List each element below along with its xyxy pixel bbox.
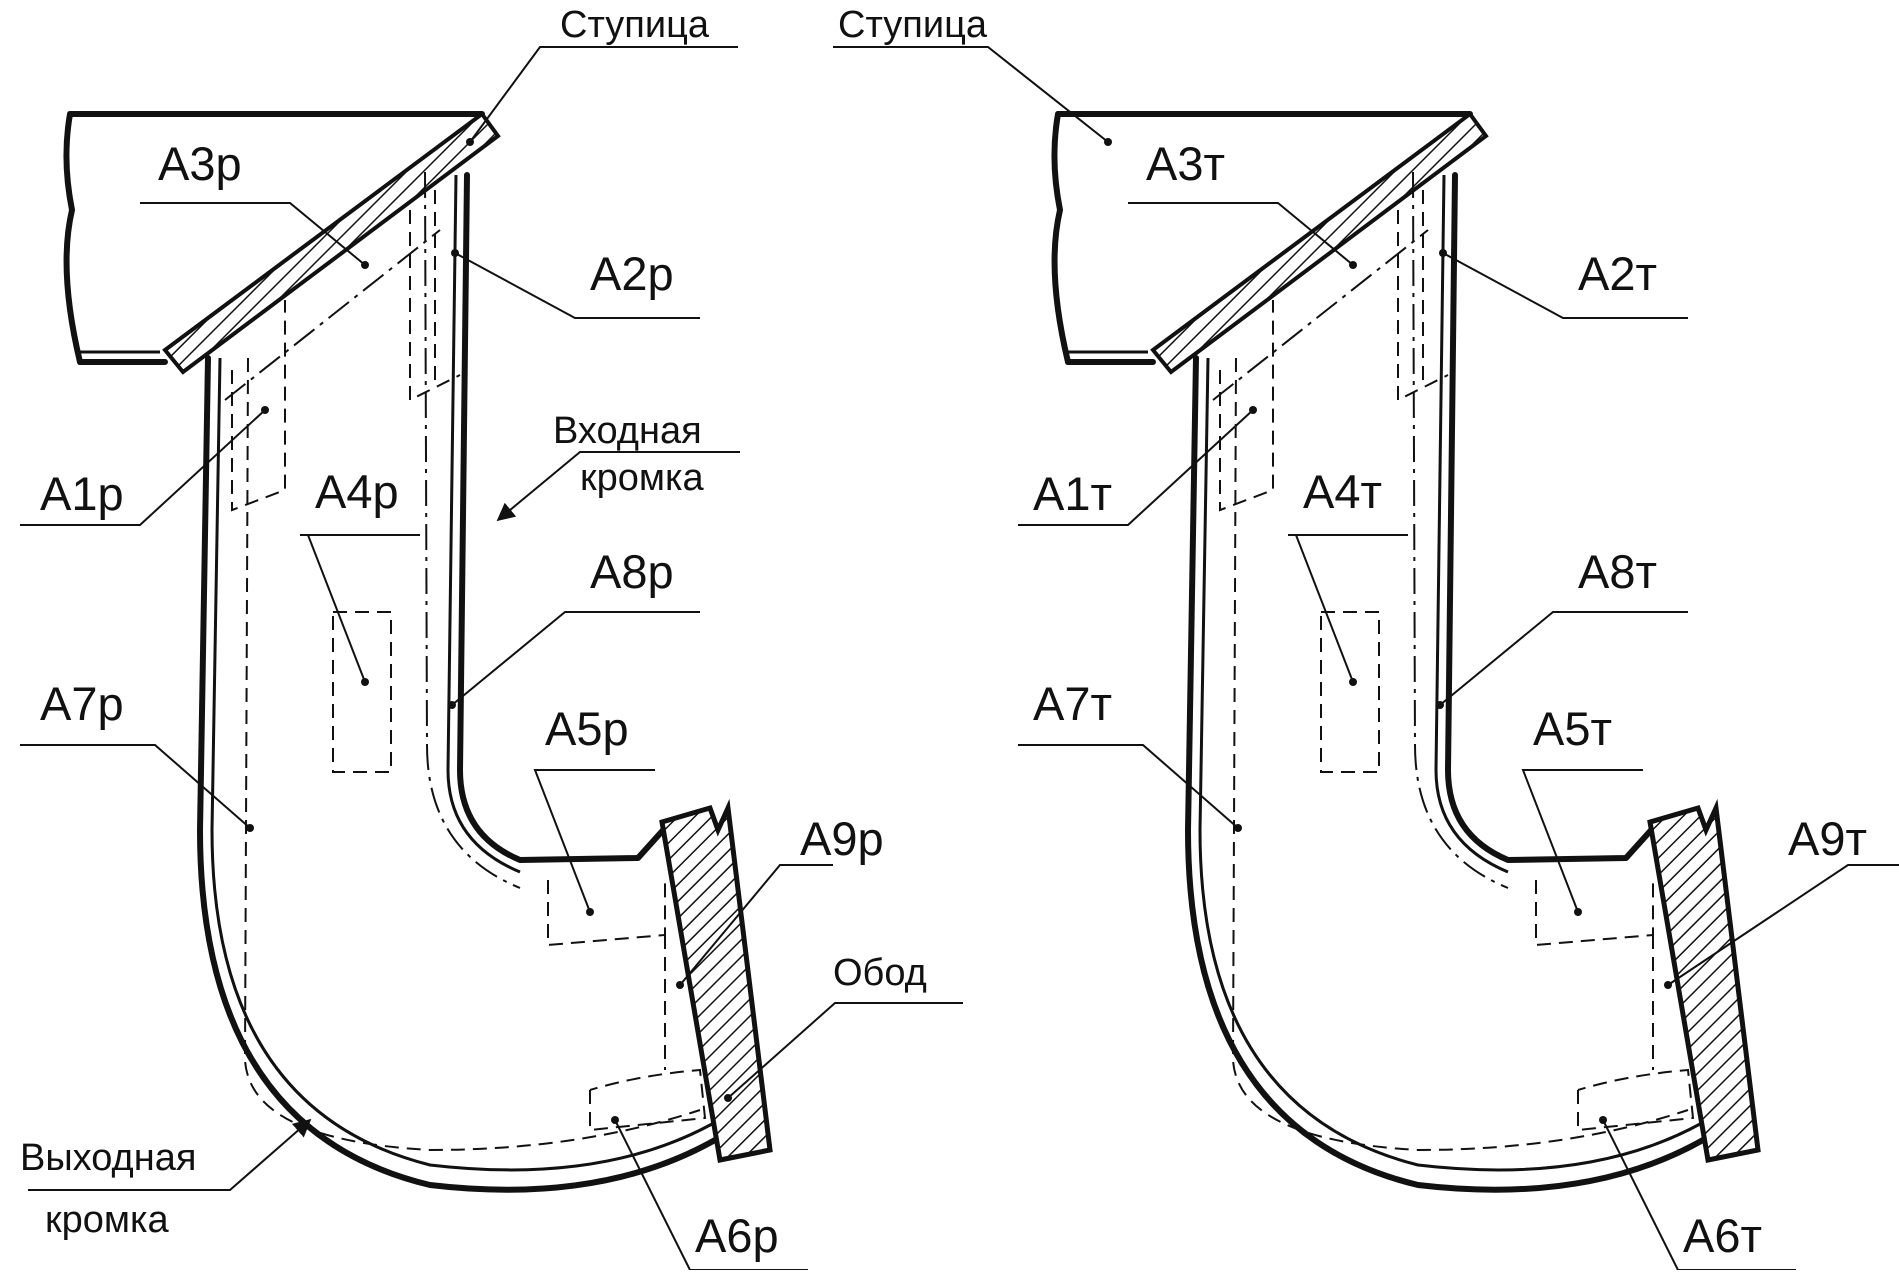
leaders-left: [20, 46, 963, 1271]
left-inlet-edge-label-1: Входная: [553, 410, 702, 452]
inlet-edge-outline: [1445, 172, 1656, 863]
left-label-a6: A6р: [695, 1209, 779, 1262]
right-hub-label: Ступица: [838, 4, 988, 46]
left-label-a3: A3р: [158, 137, 242, 190]
left-rim-label: Обод: [833, 952, 927, 994]
inlet-edge-inner: [446, 174, 521, 874]
hub-hatched-strip: [162, 111, 501, 375]
blade-outline-inner: [210, 357, 713, 1172]
left-label-a7: A7р: [40, 677, 124, 730]
hub-block: [1051, 111, 1473, 365]
right-label-a3: A3т: [1146, 137, 1225, 190]
left-label-a9: A9р: [800, 812, 884, 865]
left-label-a5: A5р: [545, 702, 629, 755]
hub-block: [63, 111, 485, 365]
rim-hatched: [659, 798, 773, 1163]
left-outlet-edge-label-2: кромка: [45, 1199, 169, 1241]
hub-hatched-strip: [1150, 111, 1489, 375]
left-hub-label: Ступица: [560, 4, 710, 46]
right-label-a2: A2т: [1578, 247, 1657, 300]
right-label-a6: A6т: [1683, 1209, 1762, 1262]
inlet-edge-inner: [1434, 174, 1509, 874]
right-label-a9: A9т: [1788, 812, 1867, 865]
left-label-a4: A4р: [315, 465, 399, 518]
right-label-a7: A7т: [1033, 677, 1112, 730]
leaders-right: [833, 46, 1899, 1271]
left-label-a8: A8р: [590, 545, 674, 598]
inlet-edge-outline: [457, 172, 668, 863]
blade-outline: [197, 355, 718, 1193]
blade-outline-inner: [1198, 357, 1701, 1172]
right-label-a5: A5т: [1533, 702, 1612, 755]
left-blade-drawing: Ступица A3р A2р Входная кромка A1р A4р A…: [20, 4, 963, 1271]
left-outlet-edge-label-1: Выходная: [20, 1137, 196, 1179]
left-inlet-edge-label-2: кромка: [580, 457, 704, 499]
right-label-a4: A4т: [1303, 465, 1382, 518]
left-label-a2: A2р: [590, 247, 674, 300]
right-label-a8: A8т: [1578, 545, 1657, 598]
right-label-a1: A1т: [1033, 467, 1112, 520]
right-blade-drawing: Ступица A3т A2т A1т A4т A8т A7т A5т A9т …: [833, 4, 1899, 1271]
blade-outline: [1185, 355, 1706, 1193]
rim-hatched: [1647, 798, 1761, 1163]
left-label-a1: A1р: [40, 467, 124, 520]
